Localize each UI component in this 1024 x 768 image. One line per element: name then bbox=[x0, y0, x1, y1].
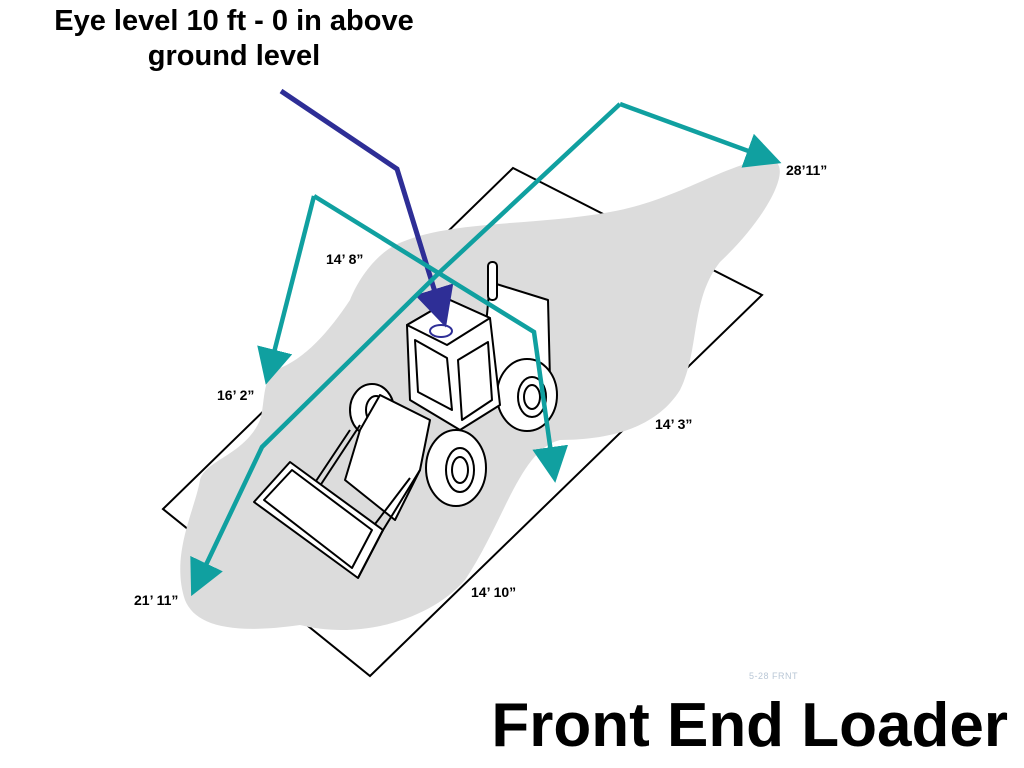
exhaust-stack bbox=[487, 261, 498, 301]
front-wheel bbox=[425, 429, 487, 507]
faint-stamp: 5-28 FRNT bbox=[749, 671, 799, 681]
dimension-label-front-left: 21’ 11” bbox=[134, 592, 179, 608]
bucket-edge bbox=[357, 529, 384, 579]
sight-lines bbox=[190, 101, 782, 597]
cab-window-side bbox=[457, 341, 493, 421]
cab-window-front bbox=[414, 339, 453, 411]
loader-arm-right bbox=[379, 469, 421, 536]
caption-line-2: ground level bbox=[147, 40, 321, 72]
slide-title: Front End Loader bbox=[491, 691, 1008, 760]
eye-level-caption: Eye level 10 ft - 0 in above ground leve… bbox=[8, 4, 460, 74]
sight-line-left-rear bbox=[257, 195, 317, 385]
dimension-label-rear: 14’ 10” bbox=[471, 584, 517, 600]
sight-line-right-front bbox=[619, 101, 782, 168]
caption-line-1: Eye level 10 ft - 0 in above bbox=[54, 5, 414, 37]
bucket-inner bbox=[263, 469, 373, 569]
dimension-label-left-near: 14’ 8” bbox=[326, 251, 364, 267]
front-end-loader-drawing bbox=[253, 261, 558, 579]
loader-arm-right-inner bbox=[371, 477, 411, 529]
sight-line-front-diagonal bbox=[190, 102, 622, 597]
sight-line-rear-right bbox=[312, 194, 569, 483]
dimension-label-front-right: 28’11” bbox=[786, 162, 828, 178]
dimension-label-right-side: 14’ 3” bbox=[655, 416, 693, 432]
operator-eye-marker bbox=[429, 324, 453, 338]
dimension-label-left-side: 16’ 2” bbox=[217, 387, 255, 403]
